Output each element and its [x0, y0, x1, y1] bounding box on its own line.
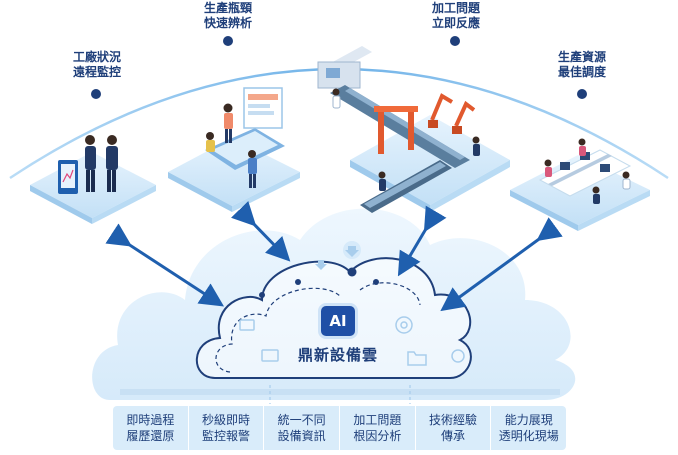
arrow-remote-monitoring [105, 223, 225, 307]
connector-lines [120, 385, 560, 404]
feature-item: 技術經驗傳承 [416, 406, 492, 450]
arc-node [91, 89, 101, 99]
cloud-title: 鼎新設備雲 [297, 346, 378, 364]
ai-badge: AI [321, 306, 355, 336]
arc-node [450, 36, 460, 46]
feature-item: 加工問題根因分析 [340, 406, 416, 450]
feature-item: 即時過程履歷還原 [113, 406, 189, 450]
feature-bar: 即時過程履歷還原 秒級即時監控報警 統一不同設備資訊 加工問題根因分析 技術經驗… [113, 406, 566, 450]
production-line-icon [317, 46, 510, 213]
feature-item: 秒級即時監控報警 [189, 406, 265, 450]
monitor-icon [239, 319, 279, 362]
arc-node [223, 36, 233, 46]
arrow-resources [440, 217, 563, 312]
feature-item: 能力展現透明化現場 [498, 413, 559, 443]
benefit-label-bottleneck: 生產瓶頸快速辨析 [203, 1, 252, 30]
arrow-processing [397, 205, 447, 277]
feature-item: 統一不同設備資訊 [264, 406, 341, 450]
arc-node [577, 89, 587, 99]
folder-icon [407, 351, 427, 366]
gear-icon [395, 316, 465, 363]
benefit-label-processing: 加工問題立即反應 [431, 1, 480, 30]
design-station-icon [168, 87, 300, 212]
exchange-arrows [105, 201, 563, 312]
benefit-label-resources: 生產資源最佳調度 [557, 50, 606, 79]
benefit-label-remote-monitoring: 工廠狀況遠程監控 [72, 50, 121, 79]
download-arrow-icon [315, 241, 361, 270]
worker-group-icon [30, 135, 156, 224]
arrow-bottleneck [231, 201, 291, 262]
